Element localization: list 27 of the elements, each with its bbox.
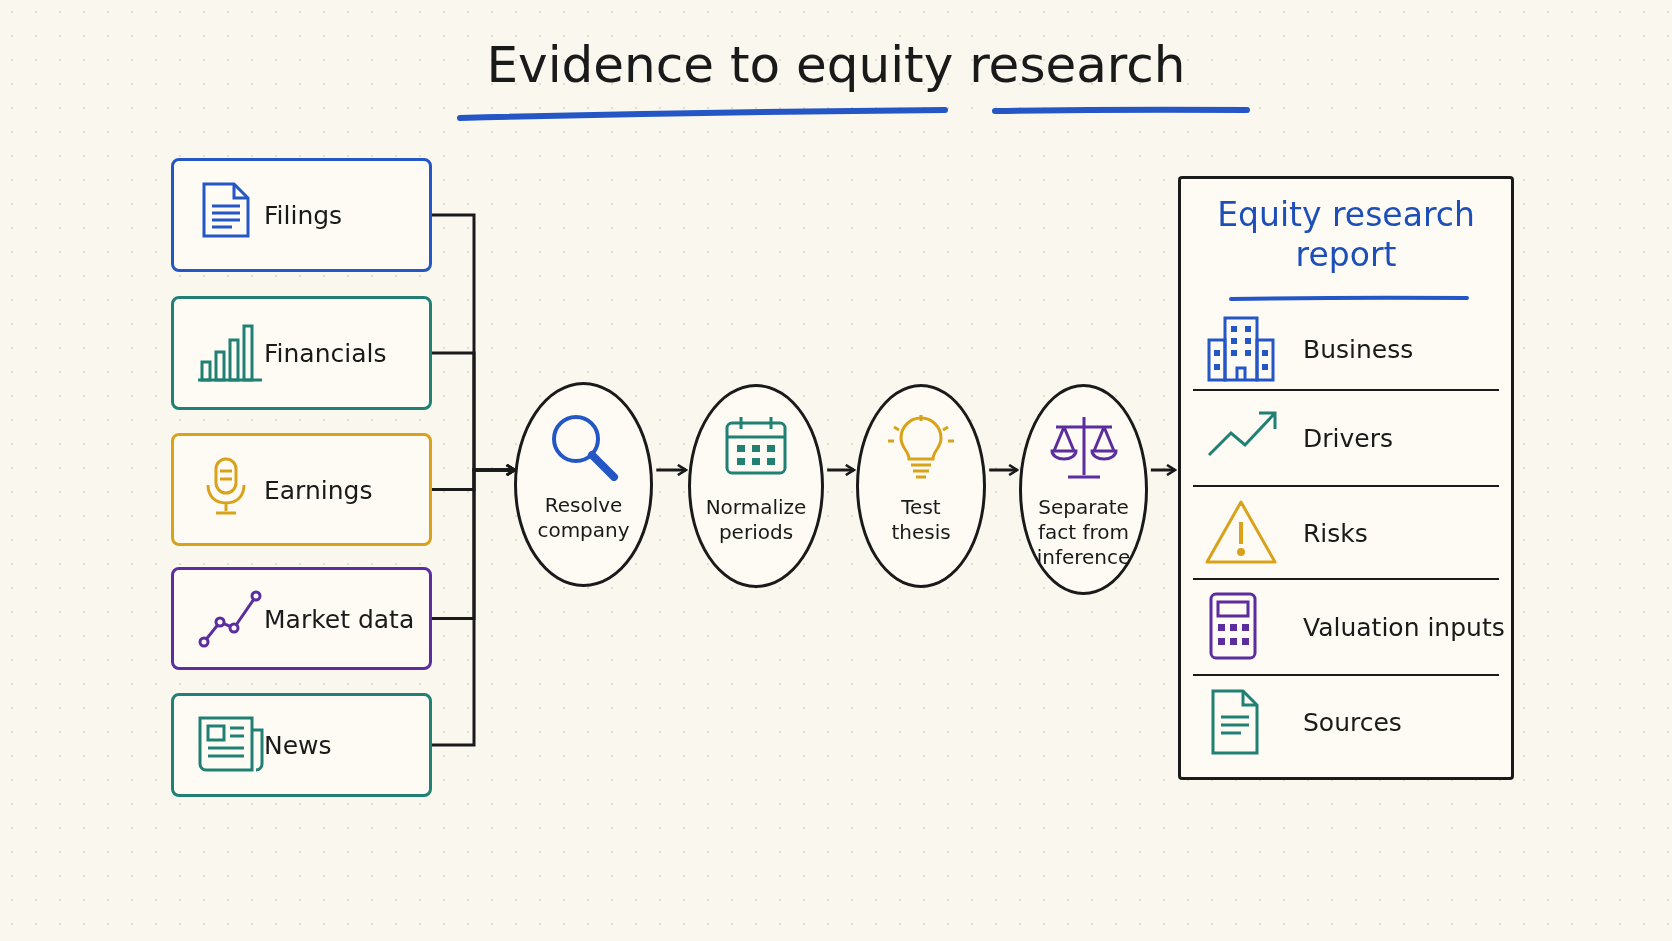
node-label: Valuation inputs <box>1303 612 1505 642</box>
arrow <box>989 463 1019 477</box>
report-panel <box>1178 176 1514 780</box>
node-label: Resolve company <box>536 493 631 543</box>
diagram-title: Evidence to equity research <box>485 36 1187 94</box>
node-label: News <box>264 730 332 760</box>
source-box <box>171 693 432 797</box>
node-label: Market data <box>264 604 415 633</box>
node-label: Separate fact from inference <box>1035 495 1132 570</box>
source-box <box>171 567 432 670</box>
node-label: Business <box>1303 334 1414 364</box>
node-label: Filings <box>264 200 343 230</box>
node-label: Risks <box>1303 518 1368 547</box>
source-box <box>171 158 432 272</box>
node-label: Normalize periods <box>704 495 808 545</box>
source-box <box>171 433 432 546</box>
node-label: Drivers <box>1303 423 1393 453</box>
node-label: Earnings <box>264 475 373 504</box>
arrow <box>656 463 688 477</box>
report-heading: Equity research report <box>1216 195 1476 275</box>
arrow <box>827 463 856 477</box>
arrow <box>1150 463 1177 477</box>
node-label: Sources <box>1303 707 1402 737</box>
node-label: Test thesis <box>890 495 952 545</box>
arrow <box>432 463 516 747</box>
node-label: Financials <box>264 338 387 368</box>
source-box <box>171 296 432 410</box>
